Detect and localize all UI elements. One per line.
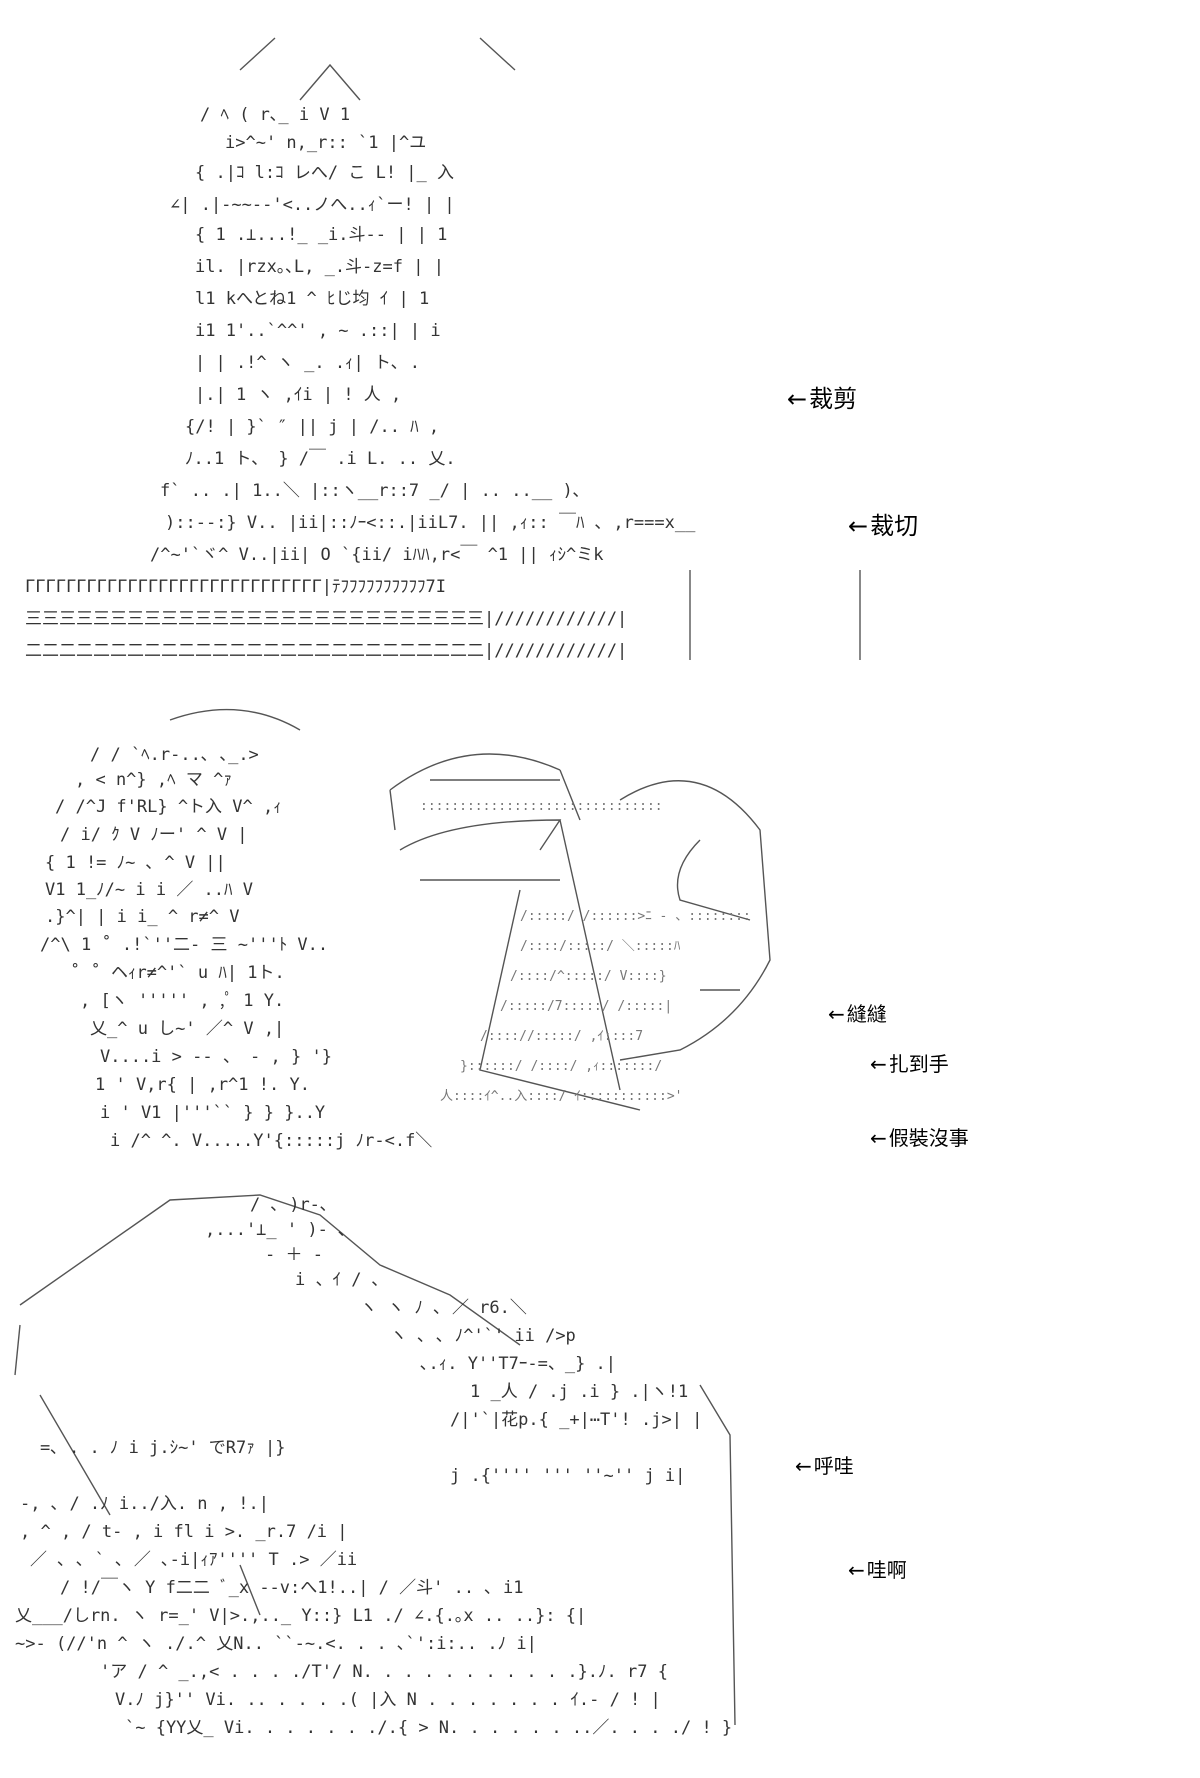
svg-text:V1 1_ﾉ/~ i i ／ .: V1 1_ﾉ/~ i i ／ ..ﾊ V — [45, 880, 253, 900]
annotation-text: 扎到手 — [888, 1052, 949, 1076]
left-arrow-icon: ← — [787, 385, 808, 413]
svg-text:|.| 1 ヽ ,ｲi: |.| 1 ヽ ,ｲi | ! 人 , — [195, 385, 401, 405]
svg-text:-, ､ / .ﾉ: -, ､ / .ﾉ i../入. n , !.| — [20, 1494, 269, 1514]
svg-text:/:::::/ /::::::>ﾆ ‐ 、::::::::: /:::::/ /::::::>ﾆ ‐ 、:::::::: — [520, 909, 751, 924]
svg-text:∠| .|-~~--'<..ノへ..ｨ`ー! |: ∠| .|-~~--'<..ノへ..ｨ`ー! | | — [170, 195, 455, 215]
svg-text:/ i/ ｸ V ﾉー' ^ V: / i/ ｸ V ﾉー' ^ V | — [60, 825, 248, 845]
svg-text:il. |rzx｡､L, _.斗-z=f |: il. |rzx｡､L, _.斗-z=f | | — [195, 257, 444, 277]
svg-text:1 _人 / .j .i } .|ヽ: 1 _人 / .j .i } .|ヽ!1 — [470, 1382, 688, 1402]
annotation-label: ←哇啊 — [848, 1556, 907, 1584]
svg-text:乂___/しrn. ヽ r=_': 乂___/しrn. ヽ r=_' V|>.,.._ Y::} L1 ./ ∠.{… — [15, 1606, 586, 1626]
svg-text:)::--:} V.. |ii|::ﾉｰ<::.: )::--:} V.. |ii|::ﾉｰ<::.|iiL7. || ,ｨ:: ￣… — [165, 513, 696, 533]
annotation-label: ←假裝沒事 — [870, 1124, 969, 1152]
annotation-label: ←裁切 — [848, 512, 918, 540]
svg-text:j .{'''' ''' ''~'' j: j .{'''' ''' ''~'' j i| — [450, 1466, 685, 1486]
annotation-label: ←扎到手 — [870, 1050, 949, 1078]
svg-text:{/! | }` ″ || j: {/! | }` ″ || j | /.. ﾊ , — [185, 417, 439, 437]
annotation-text: 哇啊 — [866, 1558, 907, 1582]
left-arrow-icon: ← — [795, 1454, 812, 1478]
svg-text:/:::://:::::/ ,ｲ::::: /:::://:::::/ ,ｲ::::7 — [480, 1029, 643, 1044]
svg-text:1 ' V,r{ | ,: 1 ' V,r{ | ,r^1 !. Y. — [95, 1075, 310, 1095]
svg-text:l1 kへとね1 ^ ﾋじ均 ｲ |: l1 kへとね1 ^ ﾋじ均 ｲ | 1 — [195, 289, 429, 309]
svg-text:/^~'`ヾ^ V..|ii| O `{i: /^~'`ヾ^ V..|ii| O `{ii/ iﾊﾊ,r<￣ ^1 || ｨｼ… — [150, 545, 603, 565]
ascii-art-panel-sewing: / / `ﾍ.r-..､ ､_.> , < n^} ,ﾍ マ ^ｧ / /^J … — [0, 690, 880, 1160]
svg-text:i ' V1 |'''``: i ' V1 |'''`` } } }..Y — [100, 1103, 325, 1123]
annotation-label: ←呼哇 — [795, 1452, 854, 1480]
svg-text:}::::::/ /::::/ ,ｨ:::::: }::::::/ /::::/ ,ｨ:::::::/ — [460, 1059, 662, 1074]
svg-text:/^\ 1 ˚ .!`''二- 三 ~'': /^\ 1 ˚ .!`''二- 三 ~'''ﾄ V.. — [40, 934, 328, 955]
ascii-art-figure-holding-cloth: / ､ )r-､ ,...'⊥_ ' )- ､ - ＋ - i 、ｲ / ､ ヽ… — [14, 1194, 736, 1738]
left-arrow-icon: ← — [870, 1126, 887, 1150]
svg-text:- ＋ -: - ＋ - — [265, 1245, 323, 1265]
ascii-art-figure-cutting: / ﾍ ( r､_ i V 1 i>^~' n,_r:: `1 |^ユ { .|… — [25, 37, 861, 661]
svg-text:ﾉ..1 ト、 } /￣ .i: ﾉ..1 ト、 } /￣ .i L. .. 乂. — [185, 449, 456, 469]
left-arrow-icon: ← — [870, 1052, 887, 1076]
svg-text:/:::::/7:::::/ /:::: /:::::/7:::::/ /:::::| — [500, 999, 672, 1014]
svg-text:三三三三三三三三三三三三三三三三三三三三三三三三三三三|//: 三三三三三三三三三三三三三三三三三三三三三三三三三三三|////////////… — [25, 609, 627, 629]
annotation-text: 裁剪 — [809, 385, 858, 413]
svg-text:f` .. .| 1..＼ |::ヽ__r::: f` .. .| 1..＼ |::ヽ__r::7 _/ | .. ..__ )､ — [160, 481, 581, 501]
svg-text:=､ . . ﾉ i j.ｼ~': =､ . . ﾉ i j.ｼ~' でR7ｧ |} — [40, 1438, 285, 1458]
svg-text:{ 1 != ﾉ~ ､ ^ V: { 1 != ﾉ~ ､ ^ V || — [45, 853, 226, 873]
svg-text:乂_^ u し~' ／^ V ,: 乂_^ u し~' ／^ V ,| — [90, 1019, 284, 1039]
svg-text:/|'`|花p.{ _+|⋯T'! .j>| |: /|'`|花p.{ _+|⋯T'! .j>| | — [450, 1410, 702, 1430]
svg-text:ΓΓΓΓΓΓΓΓΓΓΓΓΓΓΓΓΓΓΓΓΓΓΓΓΓΓΓΓΓ|: ΓΓΓΓΓΓΓΓΓΓΓΓΓΓΓΓΓΓΓΓΓΓΓΓΓΓΓΓΓ|ﾃﾌﾌﾌﾌﾌﾌﾌﾌﾌ… — [25, 577, 446, 597]
svg-text:~>- (//'n ^ ヽ ./.^: ~>- (//'n ^ ヽ ./.^ 乂N.. ``-~.<. . . ､`':… — [15, 1634, 537, 1654]
svg-text:`~ {YY乂_ Vi. . . . . . ./.{: `~ {YY乂_ Vi. . . . . . ./.{ > N. . . . .… — [125, 1718, 732, 1738]
annotation-text: 呼哇 — [813, 1454, 854, 1478]
annotation-text: 縫縫 — [846, 1002, 887, 1026]
svg-text:/ ﾍ ( r､_ i V 1: / ﾍ ( r､_ i V 1 — [200, 105, 350, 125]
svg-text:V.ﾉ j}'' Vi. .. . . . .( |: V.ﾉ j}'' Vi. .. . . . .( |入 N . . . . . … — [115, 1690, 661, 1710]
svg-text:ヽ ､ ､ ﾉ^'`' ii />p: ヽ ､ ､ ﾉ^'`' ii />p — [390, 1326, 576, 1346]
left-arrow-icon: ← — [828, 1002, 845, 1026]
svg-text:i1 1'..`^^' , ~ .::: i1 1'..`^^' , ~ .::| | i — [195, 321, 441, 341]
ascii-art-panel-holding-cloth: / ､ )r-､ ,...'⊥_ ' )- ､ - ＋ - i 、ｲ / ､ ヽ… — [0, 1185, 880, 1745]
svg-text:/ !/￣ヽ Y f二二 ﾞ_x: / !/￣ヽ Y f二二 ﾞ_x --v:へ1!..| / ／斗' .. ､ i… — [60, 1578, 524, 1598]
svg-text:/::::/^:::::/ V::::: /::::/^:::::/ V::::} — [510, 969, 667, 984]
svg-text:, [ヽ ''''' , ,ﾟ: , [ヽ ''''' , ,ﾟ 1 Y. — [80, 991, 284, 1011]
svg-text:::::::::::::::::::::::::::::::: ::::::::::::::::::::::::::::::: — [420, 799, 663, 814]
svg-text:, < n^} ,ﾍ マ ^ｧ: , < n^} ,ﾍ マ ^ｧ — [75, 770, 232, 790]
annotation-text: 裁切 — [870, 512, 919, 540]
svg-text:二二二二二二二二二二二二二二二二二二二二二二二二二二二|//: 二二二二二二二二二二二二二二二二二二二二二二二二二二二|////////////… — [25, 641, 627, 661]
svg-text:ヽ ヽ ﾉ ､ ／ r6.＼: ヽ ヽ ﾉ ､ ／ r6.＼ — [360, 1298, 527, 1318]
svg-text:/ ､ )r-､: / ､ )r-､ — [250, 1195, 328, 1215]
svg-text:i 、ｲ / ､: i 、ｲ / ､ — [295, 1270, 380, 1290]
svg-text:/::::/:::::/ ＼::::: /::::/:::::/ ＼:::::ﾊ — [520, 939, 681, 954]
svg-text:'ア / ^ _.,< . . . ./T'/: 'ア / ^ _.,< . . . ./T'/ N. . . . . . . .… — [100, 1662, 668, 1682]
annotation-text: 假裝沒事 — [888, 1126, 969, 1150]
annotation-label: ←縫縫 — [828, 1000, 887, 1028]
svg-text:人::::ｲ^..入::::/ ｲ:::::::::::: 人::::ｲ^..入::::/ ｲ:::::::::::>' — [440, 1089, 683, 1104]
svg-text:/ / `ﾍ.r-..､ ､_.>: / / `ﾍ.r-..､ ､_.> — [90, 745, 259, 765]
svg-text:˚ ˚ ヘｨr≠^'` u ﾊ|: ˚ ˚ ヘｨr≠^'` u ﾊ| 1ト. — [70, 962, 285, 983]
svg-text:.}^| | i i_ ^ r≠^: .}^| | i i_ ^ r≠^ V — [45, 907, 239, 927]
ascii-art-figure-sewing: / / `ﾍ.r-..､ ､_.> , < n^} ,ﾍ マ ^ｧ / /^J … — [40, 708, 771, 1151]
left-arrow-icon: ← — [848, 1558, 865, 1582]
svg-text:,...'⊥_ ' )- ､: ,...'⊥_ ' )- ､ — [205, 1220, 347, 1240]
svg-text:V....i > -- 、 - , }: V....i > -- 、 - , } '} — [100, 1047, 332, 1067]
svg-text:／ ､ ､ ` ､ ／ ､-i|: ／ ､ ､ ` ､ ／ ､-i|ｨｱ'''' T .> ／ii — [30, 1550, 357, 1570]
ascii-art-panel-cutting: / ﾍ ( r､_ i V 1 i>^~' n,_r:: `1 |^ユ { .|… — [0, 0, 880, 670]
svg-text:i /^ ^. V.....Y'{:: i /^ ^. V.....Y'{:::::j ﾉr-<.f＼ — [110, 1131, 432, 1151]
annotation-label: ←裁剪 — [787, 385, 857, 413]
svg-text:| | .!^ ヽ _. .ｨ|: | | .!^ ヽ _. .ｨ| ト､ . — [195, 353, 420, 373]
svg-text:, ^ , / t-: , ^ , / t- , i fl i >. _r.7 /i | — [20, 1522, 348, 1542]
svg-text:i>^~' n,_r:: `1 |^ユ: i>^~' n,_r:: `1 |^ユ — [225, 133, 426, 153]
left-arrow-icon: ← — [848, 512, 869, 540]
svg-text:{ .|ｺ l:ｺ レへ/ こ L! |_ 入: { .|ｺ l:ｺ レへ/ こ L! |_ 入 — [195, 163, 454, 183]
svg-text:{ 1 .⊥...!_ _i.斗-- |: { 1 .⊥...!_ _i.斗-- | | 1 — [195, 225, 447, 245]
svg-text:/ /^J f'RL} ^ト入 V^: / /^J f'RL} ^ト入 V^ ,ｨ — [55, 797, 282, 817]
svg-text:､.ｨ. Y''T7ｰ-=、_} .|: ､.ｨ. Y''T7ｰ-=、_} .| — [420, 1354, 616, 1374]
